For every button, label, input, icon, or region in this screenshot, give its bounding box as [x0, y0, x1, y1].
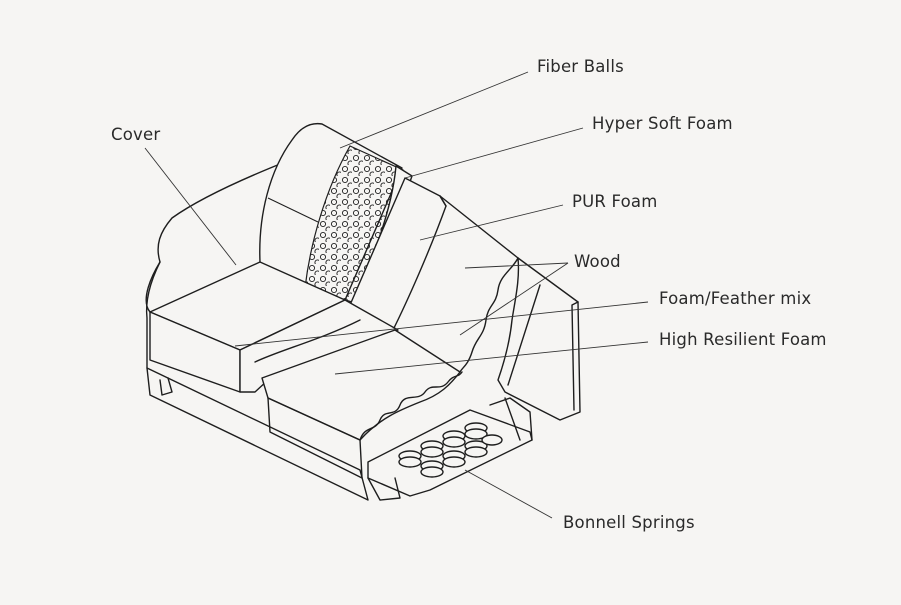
leader-lines [144, 71, 649, 519]
bonnell-springs [398, 422, 503, 478]
label-cover: Cover [111, 125, 161, 144]
label-hyper-soft-foam: Hyper Soft Foam [592, 114, 733, 133]
label-bonnell-springs: Bonnell Springs [563, 513, 695, 532]
seat-cushion-front [267, 397, 363, 479]
wood-wavy-edge [459, 257, 519, 373]
high-resilient-foam-seat [261, 329, 461, 441]
back-frame-top [439, 195, 519, 259]
label-wood: Wood [574, 252, 621, 271]
label-high-resilient-foam: High Resilient Foam [659, 330, 827, 349]
sofa-base-front [146, 367, 369, 501]
label-fiber-balls: Fiber Balls [537, 57, 624, 76]
sofa-arm-back [145, 261, 161, 369]
label-pur-foam: PUR Foam [572, 192, 658, 211]
label-foam-feather-mix: Foam/Feather mix [659, 289, 812, 308]
seat-wavy-cut [359, 371, 463, 441]
back-cushion-seam [267, 197, 319, 223]
sofa-arm-outline [145, 161, 286, 313]
right-frame-wood [497, 257, 581, 421]
sofa-left-leg [159, 377, 173, 396]
